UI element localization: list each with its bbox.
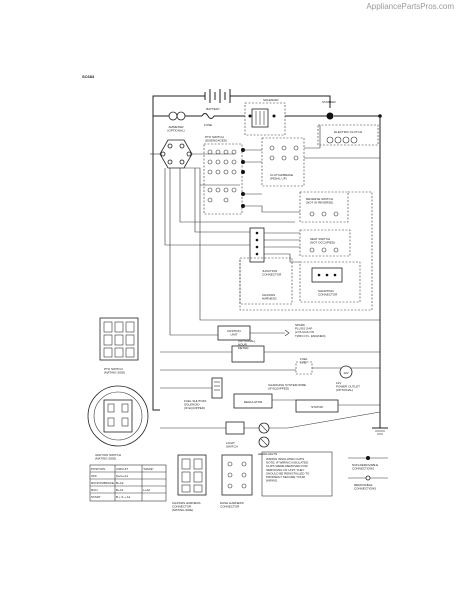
ign-row-0-pos: OFF [91, 474, 97, 478]
watermark: AppliancePartsPros.com [366, 2, 454, 11]
ignition-switch: IGNITION SWITCH(MATING SIDE) [87, 385, 149, 461]
battery-label: BATTERY [206, 107, 220, 111]
pto-switch-mating-label: PTO SWITCH(MATING SIDE) [104, 367, 125, 375]
starter: STARTER [322, 100, 382, 120]
pto-switch-disengaged-label: PTO SWITCH(DISENGAGED) [205, 135, 227, 143]
solenoid: SOLENOID [244, 98, 286, 136]
seat-switch: SEAT SWITCH(NOT OCCUPIED) [299, 229, 351, 257]
regulator-label: REGULATOR [244, 400, 263, 404]
ign-header-make: "MAKE" [143, 467, 154, 471]
solenoid-label: SOLENOID [263, 98, 279, 102]
ammeter-label: AMMETER(OPTIONAL) [167, 125, 184, 133]
pto-switch-disengaged: PTO SWITCH(DISENGAGED) [159, 135, 227, 169]
electric-clutch: ELECTRIC CLUTCH [317, 124, 379, 146]
stator-label: STATOR [311, 405, 324, 409]
ign-row-2-pos: RUN [91, 488, 98, 492]
stator: STATOR [295, 399, 339, 413]
ign-header-circuit: CIRCUIT [116, 467, 128, 471]
battery: BATTERY [204, 89, 231, 111]
ign-row-0-circuit: M+G+A1 [116, 474, 128, 478]
ign-row-1-circuit: B+A2 [116, 481, 124, 485]
svg-text:12V: 12V [343, 371, 348, 375]
ground-symbol [372, 410, 388, 435]
ign-row-2-make: L+A2 [143, 488, 150, 492]
electric-clutch-label: ELECTRIC CLUTCH [334, 130, 362, 134]
clutch-brake-label: CLUTCH/BRAKE(PEDAL UP) [270, 173, 293, 181]
ammeter: AMMETER(OPTIONAL) [167, 111, 186, 133]
headlights-label: HEADLIGHTS [258, 452, 277, 456]
pto-contacts [203, 143, 243, 215]
diagram-id: SC683 [82, 74, 95, 79]
reverse-switch: REVERSE SWITCH(NOT IN REVERSE) [299, 191, 349, 223]
ign-row-3-pos: START [91, 495, 101, 499]
ign-header-position: POSITION [91, 467, 105, 471]
charging-system-note: CHARGING SYSTEM WIRE(IF EQUIPPED) [268, 383, 306, 391]
fuse: FUSE [201, 113, 215, 127]
ign-row-2-circuit: B+A1 [116, 488, 124, 492]
ignition-switch-label: IGNITION SWITCH(MATING SIDE) [95, 453, 121, 461]
reverse-switch-label: REVERSE SWITCH(NOT IN REVERSE) [306, 197, 333, 205]
seat-switch-label: SEAT SWITCH(NOT OCCUPIED) [310, 237, 335, 245]
regulator: REGULATOR [233, 393, 273, 409]
ign-row-3-circuit: B + S + A1 [116, 495, 131, 499]
ign-row-1-pos: RUN/ON/BRAKE [91, 481, 114, 485]
ignition-table: POSITION CIRCUIT "MAKE" OFF M+G+A1 RUN/O… [89, 464, 167, 502]
fuse-label: FUSE [204, 123, 212, 127]
clutch-brake-switch: CLUTCH/BRAKE(PEDAL UP) [261, 137, 305, 187]
pto-switch-mating: PTO SWITCH(MATING SIDE) [99, 317, 139, 375]
starter-label: STARTER [322, 100, 337, 104]
